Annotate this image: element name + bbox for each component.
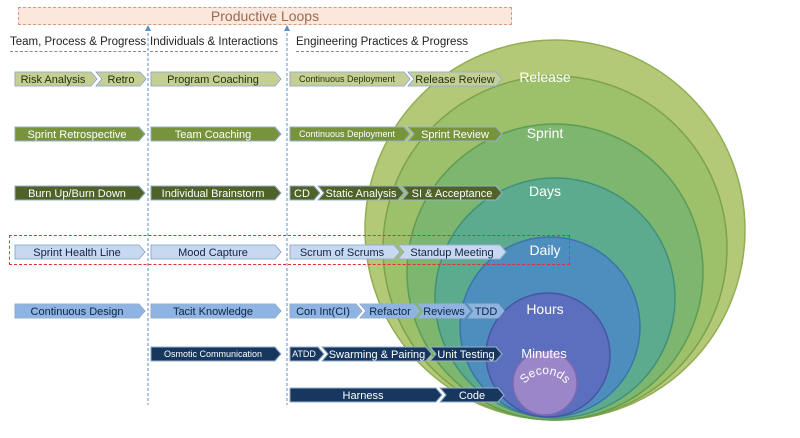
diagram-title: Productive Loops bbox=[18, 7, 512, 25]
code-chevron: Code bbox=[438, 387, 505, 403]
column-heading-team: Team, Process & Progress bbox=[10, 36, 147, 52]
tdd-chevron-label: TDD bbox=[475, 306, 498, 318]
continuous-deployment-chevron-label: Continuous Deployment bbox=[299, 74, 396, 84]
level-label-days: Days bbox=[529, 183, 561, 199]
con-int-chevron: Con Int(CI) bbox=[289, 303, 363, 319]
continuous-deployment-chevron: Continuous Deployment bbox=[289, 71, 411, 87]
scrum-of-scrums-chevron-label: Scrum of Scrums bbox=[300, 247, 385, 259]
osmotic-communication-chevron-label: Osmotic Communication bbox=[164, 349, 262, 359]
burn-up-burn-down-chevron: Burn Up/Burn Down bbox=[14, 185, 146, 201]
refactor-chevron: Refactor bbox=[358, 303, 421, 319]
sprint-health-line-chevron-label: Sprint Health Line bbox=[33, 247, 120, 259]
level-label-release: Release bbox=[519, 69, 571, 85]
reviews-chevron-label: Reviews bbox=[423, 306, 465, 318]
tdd-chevron: TDD bbox=[466, 303, 505, 319]
release-review-chevron: Release Review bbox=[406, 71, 503, 87]
scrum-of-scrums-chevron: Scrum of Scrums bbox=[289, 244, 401, 260]
individual-brainstorm-chevron-label: Individual Brainstorm bbox=[162, 188, 265, 200]
program-coaching-chevron: Program Coaching bbox=[150, 71, 282, 87]
continuous-deployment-2-chevron: Continuous Deployment bbox=[289, 126, 411, 142]
sprint-review-chevron-label: Sprint Review bbox=[421, 129, 489, 141]
mood-capture-chevron-label: Mood Capture bbox=[178, 247, 248, 259]
level-label-sprint: Sprint bbox=[527, 125, 564, 141]
column-heading-individuals: Individuals & Interactions bbox=[150, 36, 278, 52]
level-label-hours: Hours bbox=[526, 301, 563, 317]
continuous-design-chevron: Continuous Design bbox=[14, 303, 146, 319]
unit-testing-chevron: Unit Testing bbox=[428, 346, 503, 362]
swarming-pairing-chevron-label: Swarming & Pairing bbox=[329, 349, 426, 361]
atdd-chevron-label: ATDD bbox=[292, 349, 316, 359]
mood-capture-chevron: Mood Capture bbox=[150, 244, 282, 260]
refactor-chevron-label: Refactor bbox=[369, 306, 411, 318]
risk-analysis-chevron-label: Risk Analysis bbox=[21, 74, 86, 86]
sprint-retrospective-chevron: Sprint Retrospective bbox=[14, 126, 146, 142]
unit-testing-chevron-label: Unit Testing bbox=[437, 349, 494, 361]
sprint-review-chevron: Sprint Review bbox=[406, 126, 503, 142]
si-acceptance-chevron-label: SI & Acceptance bbox=[412, 188, 493, 200]
swarming-pairing-chevron: Swarming & Pairing bbox=[320, 346, 433, 362]
continuous-design-chevron-label: Continuous Design bbox=[31, 306, 124, 318]
reviews-chevron: Reviews bbox=[416, 303, 471, 319]
static-analysis-chevron-label: Static Analysis bbox=[326, 188, 397, 200]
team-coaching-chevron: Team Coaching bbox=[150, 126, 282, 142]
sprint-health-line-chevron: Sprint Health Line bbox=[14, 244, 146, 260]
divider-arrow bbox=[145, 25, 151, 31]
continuous-deployment-2-chevron-label: Continuous Deployment bbox=[299, 129, 396, 139]
level-label-daily: Daily bbox=[529, 242, 560, 258]
release-review-chevron-label: Release Review bbox=[415, 74, 495, 86]
cd-chevron-label: CD bbox=[294, 188, 310, 200]
osmotic-communication-chevron: Osmotic Communication bbox=[150, 346, 282, 362]
retro-chevron-label: Retro bbox=[108, 74, 135, 86]
tacit-knowledge-chevron: Tacit Knowledge bbox=[150, 303, 282, 319]
individual-brainstorm-chevron: Individual Brainstorm bbox=[150, 185, 282, 201]
sprint-retrospective-chevron-label: Sprint Retrospective bbox=[27, 129, 126, 141]
tacit-knowledge-chevron-label: Tacit Knowledge bbox=[173, 306, 253, 318]
standup-meeting-chevron-label: Standup Meeting bbox=[410, 247, 493, 259]
divider-arrow bbox=[284, 25, 290, 31]
burn-up-burn-down-chevron-label: Burn Up/Burn Down bbox=[28, 188, 126, 200]
atdd-chevron: ATDD bbox=[289, 346, 325, 362]
seconds-circle bbox=[512, 350, 578, 416]
code-chevron-label: Code bbox=[459, 390, 485, 402]
si-acceptance-chevron: SI & Acceptance bbox=[400, 185, 503, 201]
cd-chevron: CD bbox=[289, 185, 321, 201]
static-analysis-chevron: Static Analysis bbox=[316, 185, 405, 201]
column-heading-engineering: Engineering Practices & Progress bbox=[296, 36, 468, 52]
retro-chevron: Retro bbox=[94, 71, 147, 87]
level-label-minutes: Minutes bbox=[521, 346, 567, 361]
con-int-chevron-label: Con Int(CI) bbox=[296, 306, 350, 318]
program-coaching-chevron-label: Program Coaching bbox=[167, 74, 259, 86]
harness-chevron: Harness bbox=[289, 387, 443, 403]
standup-meeting-chevron: Standup Meeting bbox=[396, 244, 507, 260]
risk-analysis-chevron: Risk Analysis bbox=[14, 71, 98, 87]
harness-chevron-label: Harness bbox=[343, 390, 384, 402]
daily-row-highlight bbox=[9, 235, 570, 265]
team-coaching-chevron-label: Team Coaching bbox=[175, 129, 251, 141]
